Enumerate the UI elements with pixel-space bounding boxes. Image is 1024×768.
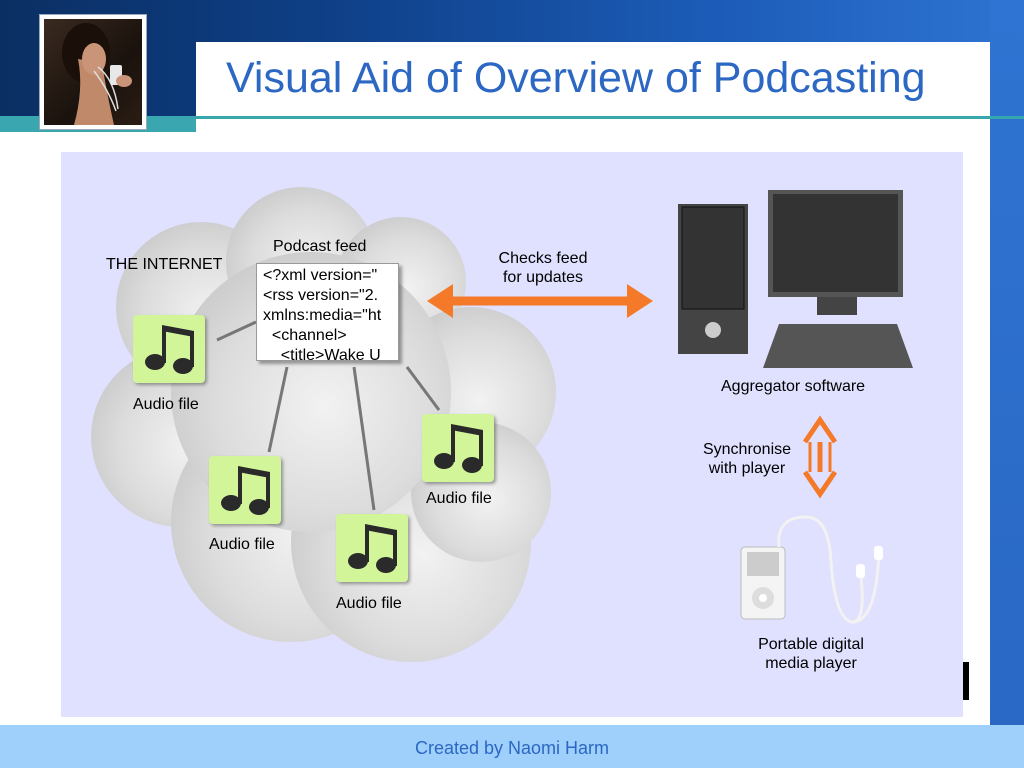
podcast-feed-label: Podcast feed [273,238,367,255]
music-note-icon [221,466,270,515]
feed-line: <channel> [263,327,347,344]
edge-mark [963,662,969,700]
player-label: Portable digital media player [741,635,881,673]
feed-line: <title>Wake U [263,347,381,361]
synchronise-line: Synchronise [702,441,792,458]
media-player-icon [740,515,883,624]
player-label-line: media player [765,655,857,672]
diagram-graphics [91,187,913,662]
audio-file-tile [422,414,494,482]
computer-tower-icon [678,204,748,354]
checks-feed-line: for updates [502,269,584,286]
checks-feed-line: Checks feed [498,250,588,267]
audio-file-label: Audio file [336,595,402,612]
audio-file-tile [209,456,281,524]
right-band [990,0,1024,750]
podcast-feed-box: <?xml version=" <rss version="2. xmlns:m… [256,263,399,361]
music-note-icon [145,325,194,374]
divider-line [0,116,1024,119]
title-panel [196,42,990,118]
synchronise-line: with player [708,460,786,477]
person-with-player-image [44,19,142,125]
player-label-line: Portable digital [758,636,864,653]
checks-feed-arrow [427,284,653,318]
feed-connectors [216,320,441,511]
feed-line: xmlns:media="ht [263,307,382,324]
music-note-icon [434,424,483,473]
aggregator-label: Aggregator software [721,378,866,395]
slide-title: Visual Aid of Overview of Podcasting [226,54,926,102]
footer-band [0,725,1024,768]
feed-line: <rss version="2. [263,287,379,304]
music-note-icon [348,524,397,573]
monitor-icon [763,190,913,368]
checks-feed-label: Checks feed for updates [473,249,613,287]
audio-file-label: Audio file [133,396,199,413]
audio-file-tile [133,315,205,383]
header-photo [39,14,147,130]
podcast-diagram: THE INTERNET Podcast feed <?xml version=… [61,152,963,717]
footer-credit: Created by Naomi Harm [414,738,610,758]
synchronise-label: Synchronise with player [687,440,807,478]
audio-file-label: Audio file [209,536,275,553]
feed-line: <?xml version=" [263,267,378,284]
internet-label: THE INTERNET [106,256,223,273]
audio-file-label: Audio file [426,490,492,507]
synchronise-arrow [802,415,838,499]
audio-file-tile [336,514,408,582]
